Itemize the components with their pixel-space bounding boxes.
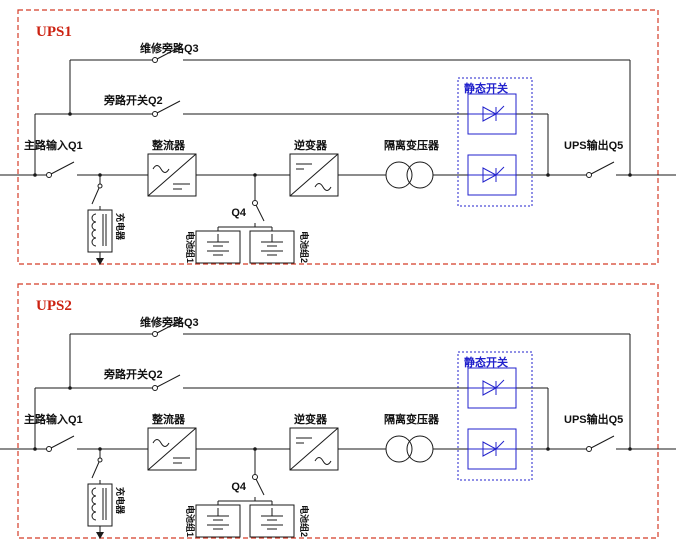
ups2-label-maintenance-bypass: 维修旁路Q3 <box>140 315 199 329</box>
ups1-label-battery-switch: Q4 <box>231 207 247 219</box>
ups2-label-charger: 充电器 <box>115 487 126 515</box>
ups1-circuit <box>0 9 676 266</box>
ups2-label-battery-group-1: 电池组1 <box>185 505 196 537</box>
ups2-label-static-switch: 静态开关 <box>464 355 508 369</box>
ups1-label-main-input: 主路输入Q1 <box>24 138 83 152</box>
ups1-label-rectifier: 整流器 <box>151 138 186 152</box>
ups2-label-bypass-switch: 旁路开关Q2 <box>103 367 163 381</box>
ups2-label-ups-output: UPS输出Q5 <box>564 412 623 426</box>
ups1-label-bypass-switch: 旁路开关Q2 <box>103 93 163 107</box>
ups2-labels: UPS2 维修旁路Q3 旁路开关Q2 主路输入Q1 整流器 逆变器 隔离变压器 … <box>24 298 623 537</box>
ups1-label-battery-group-1: 电池组1 <box>185 231 196 263</box>
ups1-title: UPS1 <box>36 24 72 40</box>
ups1-label-maintenance-bypass: 维修旁路Q3 <box>140 41 199 55</box>
ups1-label-charger: 充电器 <box>115 213 126 241</box>
ups1-label-isolation-transformer: 隔离变压器 <box>384 138 440 152</box>
ups1-label-static-switch: 静态开关 <box>464 81 508 95</box>
ups2-title: UPS2 <box>36 298 72 314</box>
ups2-label-main-input: 主路输入Q1 <box>24 412 83 426</box>
ups2-label-rectifier: 整流器 <box>151 412 186 426</box>
ups2-label-inverter: 逆变器 <box>294 412 328 426</box>
ups2-label-battery-switch: Q4 <box>231 481 247 493</box>
ups2-label-isolation-transformer: 隔离变压器 <box>384 412 440 426</box>
ups1-label-battery-group-2: 电池组2 <box>299 231 310 263</box>
ups1-label-ups-output: UPS输出Q5 <box>564 138 623 152</box>
ups1-labels: UPS1 维修旁路Q3 旁路开关Q2 主路输入Q1 整流器 逆变器 隔离变压器 … <box>24 24 623 263</box>
ups2-label-battery-group-2: 电池组2 <box>299 505 310 537</box>
ups1-label-inverter: 逆变器 <box>294 138 328 152</box>
ups2-circuit <box>0 283 676 540</box>
